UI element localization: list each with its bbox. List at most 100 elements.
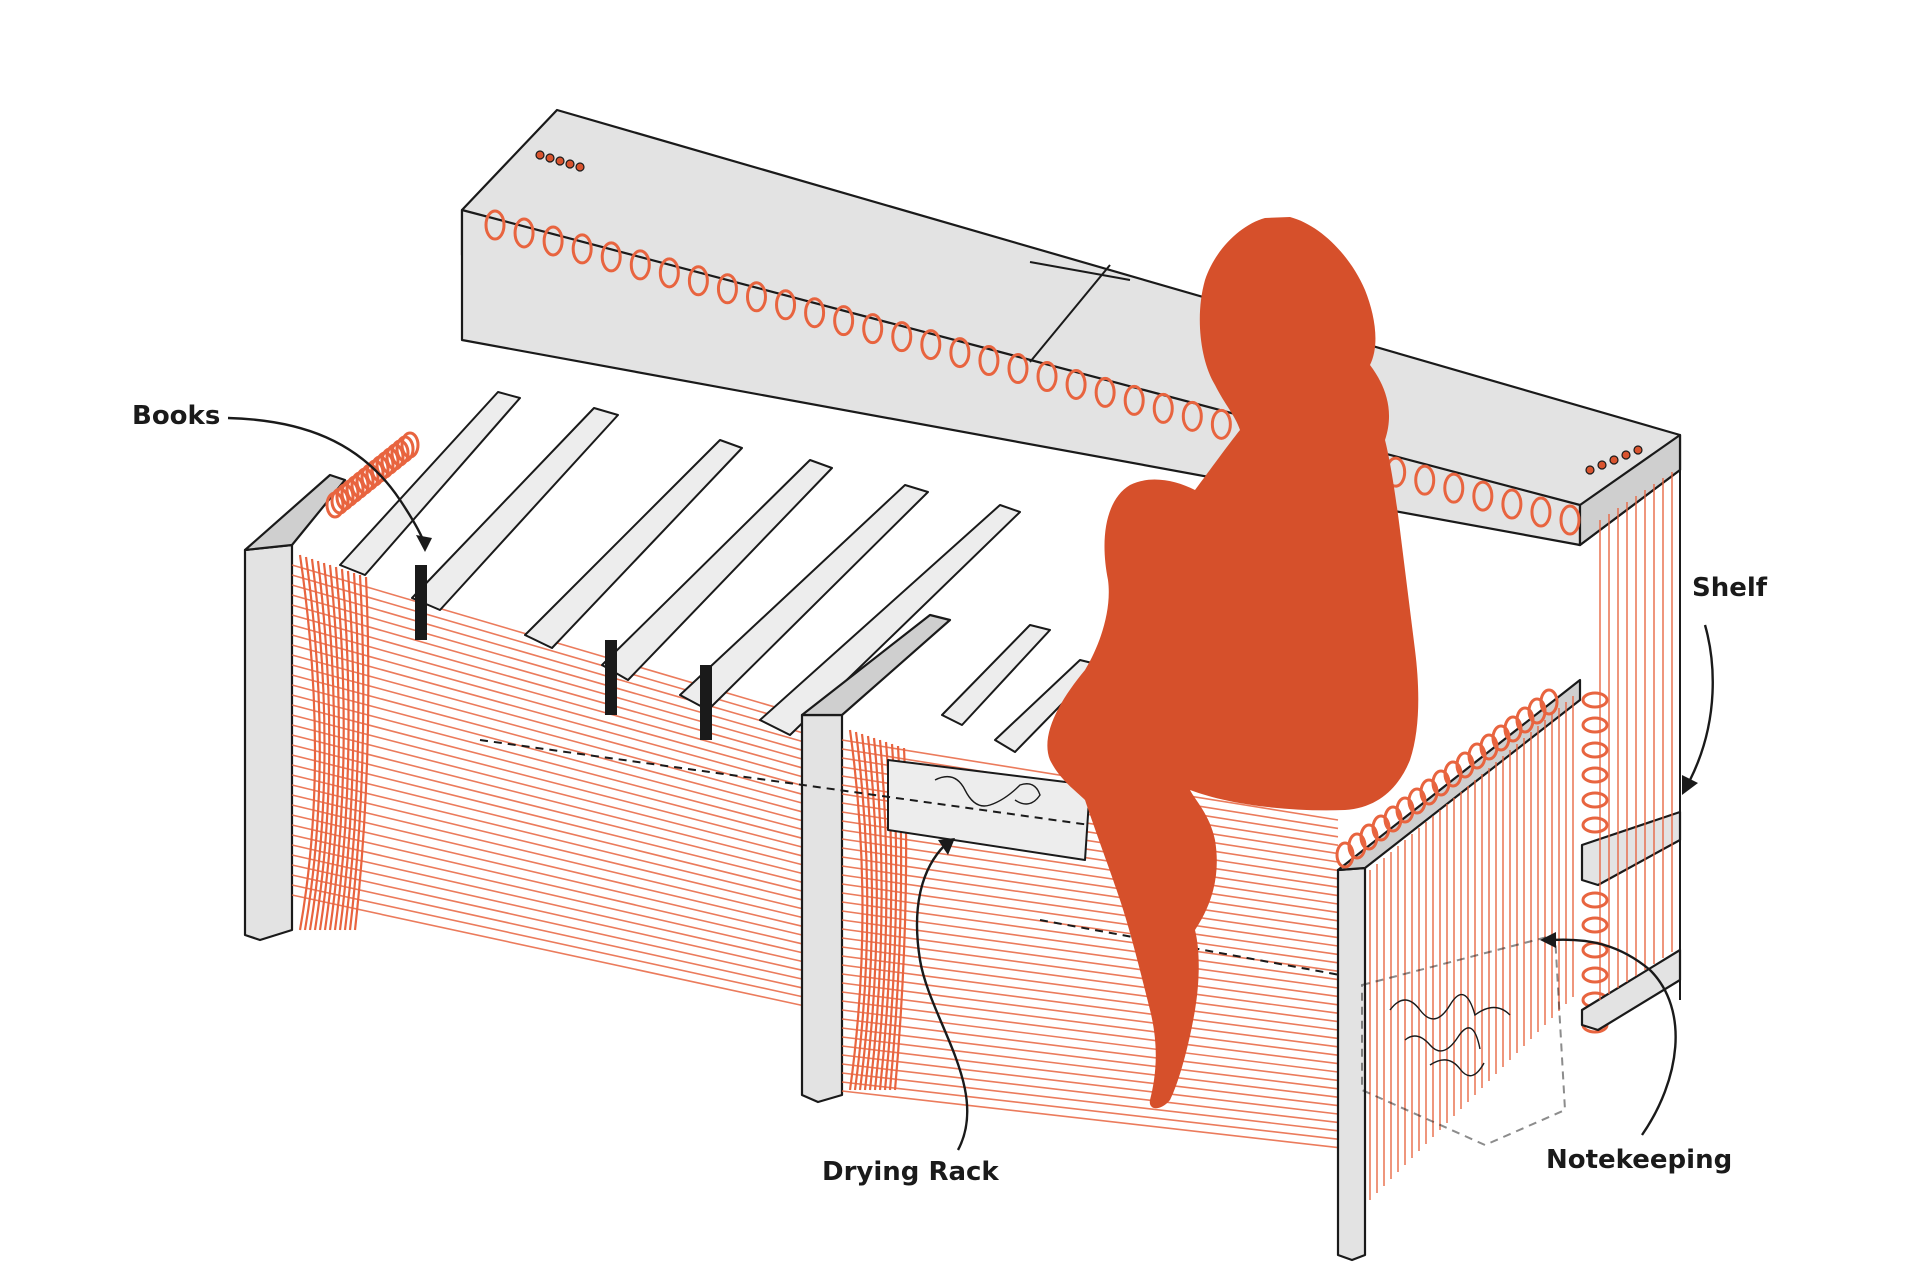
cord xyxy=(291,664,803,804)
coil xyxy=(716,273,738,305)
cord xyxy=(353,576,370,931)
cord xyxy=(291,824,803,945)
cord xyxy=(313,560,331,931)
coil xyxy=(1581,891,1609,909)
cord xyxy=(841,1063,1339,1124)
cord xyxy=(338,570,355,931)
cord xyxy=(291,704,803,839)
left-cord-weave xyxy=(291,431,803,1007)
label-books: Books xyxy=(132,401,220,431)
cord xyxy=(841,847,1339,922)
left-end-panel xyxy=(243,473,347,942)
coil xyxy=(1559,504,1581,536)
drying-rack-tray xyxy=(887,624,1101,861)
callout-books: Books xyxy=(132,401,432,552)
cord xyxy=(291,894,803,1007)
cord xyxy=(853,731,869,1091)
coil xyxy=(1065,368,1087,400)
cord xyxy=(841,928,1339,998)
cord xyxy=(291,864,803,980)
coil xyxy=(1581,741,1609,759)
coil xyxy=(775,289,797,321)
cord xyxy=(841,964,1339,1031)
coil xyxy=(949,337,971,369)
cord xyxy=(841,1036,1339,1098)
cord xyxy=(841,1027,1339,1090)
coil xyxy=(833,305,855,337)
cord xyxy=(343,572,360,931)
book-spines xyxy=(415,565,712,740)
hole xyxy=(565,159,575,169)
cord xyxy=(291,834,803,954)
coil xyxy=(745,281,767,313)
cord xyxy=(291,814,803,936)
coil xyxy=(1581,966,1609,984)
cord xyxy=(291,614,803,760)
coil xyxy=(1581,791,1609,809)
cord xyxy=(291,764,803,892)
coil xyxy=(1472,480,1494,512)
cord xyxy=(291,684,803,822)
cord xyxy=(841,838,1339,914)
coil xyxy=(484,209,506,241)
cord xyxy=(841,1090,1339,1149)
coil xyxy=(687,265,709,297)
callout-notekeeping: Notekeeping xyxy=(1540,932,1732,1175)
label-shelf: Shelf xyxy=(1692,573,1768,603)
cord xyxy=(303,556,321,931)
backrest xyxy=(460,108,1682,547)
cord xyxy=(291,594,803,743)
hole xyxy=(555,156,565,166)
shelves xyxy=(1580,470,1682,1032)
cord xyxy=(841,1054,1339,1115)
label-drying-rack: Drying Rack xyxy=(822,1157,999,1187)
hidden-edges xyxy=(479,739,1341,976)
coil xyxy=(1443,472,1465,504)
cord xyxy=(298,554,317,931)
coil xyxy=(1152,392,1174,424)
cord xyxy=(291,774,803,901)
coil xyxy=(1181,400,1203,432)
cord xyxy=(291,644,803,787)
cord xyxy=(291,714,803,848)
label-notekeeping: Notekeeping xyxy=(1546,1145,1732,1175)
cord xyxy=(863,735,878,1091)
cord xyxy=(868,737,883,1091)
callout-shelf: Shelf xyxy=(1682,573,1768,795)
cord xyxy=(841,955,1339,1023)
coil xyxy=(400,431,420,459)
middle-panel xyxy=(800,613,952,1104)
cord xyxy=(841,1018,1339,1082)
coil xyxy=(513,217,535,249)
coil xyxy=(600,241,622,273)
coil xyxy=(571,233,593,265)
cord xyxy=(291,784,803,910)
shelf-vertical-cords xyxy=(1599,472,1673,1000)
hole xyxy=(545,153,555,163)
cord xyxy=(841,829,1339,905)
coil xyxy=(1094,376,1116,408)
cord xyxy=(841,1045,1339,1107)
coil xyxy=(1581,816,1609,834)
hole xyxy=(1597,460,1607,470)
coil xyxy=(862,313,884,345)
cord xyxy=(841,874,1339,947)
hole xyxy=(1633,445,1643,455)
coil xyxy=(1581,691,1609,709)
notekeeping-sketch xyxy=(1361,933,1567,1147)
coil xyxy=(1414,464,1436,496)
coil xyxy=(1581,916,1609,934)
coil xyxy=(978,345,1000,377)
coil xyxy=(658,257,680,289)
notekeeping-weave xyxy=(1335,688,1609,1200)
cord xyxy=(328,566,345,931)
coil xyxy=(1007,353,1029,385)
coil xyxy=(542,225,564,257)
coil xyxy=(1210,408,1232,440)
cord xyxy=(291,874,803,989)
cord xyxy=(291,584,803,734)
cord xyxy=(841,901,1339,972)
cord xyxy=(291,694,803,831)
cord xyxy=(291,804,803,927)
